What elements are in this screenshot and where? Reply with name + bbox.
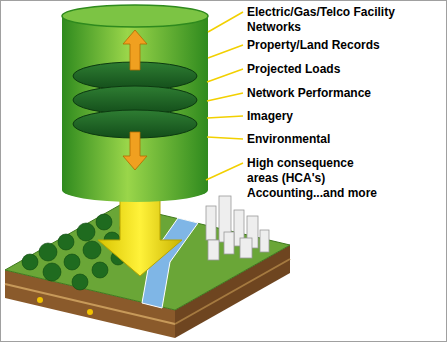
down-arrow — [123, 132, 147, 170]
layer-label: Network Performance — [247, 86, 437, 101]
cylinder-body — [62, 16, 208, 190]
buried-pipe — [37, 297, 43, 303]
buildings — [206, 196, 269, 260]
up-arrow — [123, 30, 147, 70]
cylinder-top — [62, 5, 208, 27]
layer-label: Imagery — [247, 109, 437, 124]
leader-lines — [206, 12, 243, 180]
database-cylinder — [62, 5, 208, 202]
cylinder-base — [62, 178, 208, 202]
layer-label: High consequence areas (HCA's) — [247, 156, 373, 186]
layer-label: Environmental — [247, 132, 437, 147]
layer-label: Projected Loads — [247, 62, 437, 77]
layer-label: Property/Land Records — [247, 38, 437, 53]
layer-label: Accounting...and more — [247, 186, 437, 201]
layer-label: Electric/Gas/Telco Facility Networks — [247, 5, 397, 35]
buried-pipe — [87, 309, 93, 315]
flow-arrow — [98, 192, 182, 276]
